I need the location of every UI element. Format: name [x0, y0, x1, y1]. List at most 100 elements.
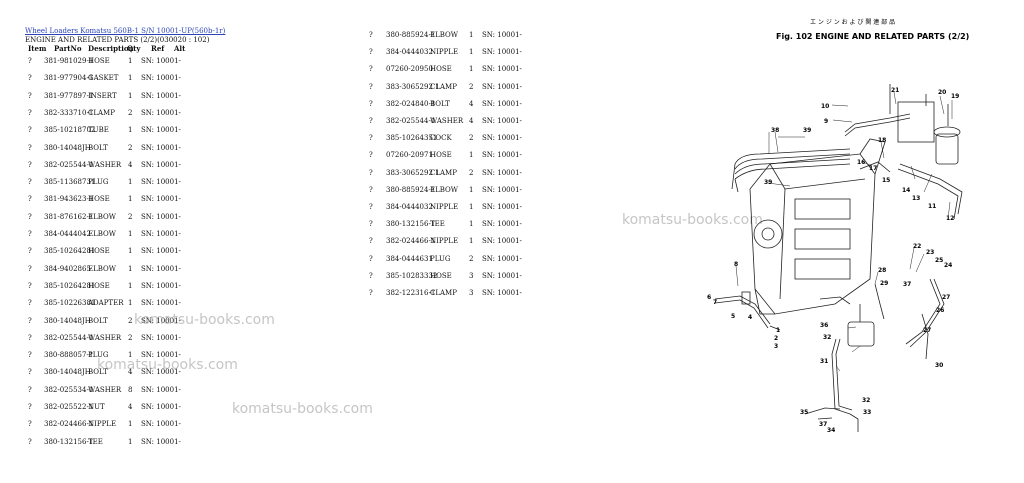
row-item: ?	[28, 195, 32, 204]
row-qty: 8	[128, 385, 133, 394]
row-ref: SN: 10001-	[141, 403, 181, 411]
row-ref: SN: 10001-	[141, 74, 181, 83]
row-item: ?	[28, 126, 32, 135]
row-item: ?	[28, 212, 32, 221]
row-qty: 1	[128, 281, 133, 290]
row-partno: 385-10226381	[44, 299, 96, 308]
row-description: WASHER	[430, 117, 464, 125]
row-item: ?	[369, 271, 373, 280]
row-ref: SN: 10001-	[482, 82, 522, 91]
row-description: TUBE	[88, 126, 109, 135]
row-ref: SN: 10001-	[141, 143, 181, 152]
callout-number: 38	[771, 127, 779, 134]
row-description: HOSE	[430, 151, 452, 160]
row-description: CLAMP	[88, 108, 115, 117]
row-qty: 2	[469, 168, 474, 177]
row-ref: SN: 10001-	[141, 195, 181, 204]
row-partno: 380-885924-1	[386, 31, 436, 39]
callout-number: 9	[824, 118, 828, 125]
callout-number: 24	[944, 262, 952, 269]
row-qty: 1	[128, 247, 133, 256]
callout-number: 6	[707, 294, 711, 301]
callout-number: 2	[774, 335, 778, 342]
callout-number: 13	[912, 195, 920, 202]
callout-number: 39	[764, 179, 772, 186]
row-description: WASHER	[88, 333, 122, 342]
row-partno: 381-876162-1	[44, 212, 94, 221]
row-description: BOLT	[88, 143, 108, 152]
row-ref: SN: 10001-	[482, 151, 522, 160]
row-item: ?	[28, 333, 32, 342]
row-partno: 380-888057-1	[44, 351, 94, 360]
row-qty: 2	[128, 108, 133, 117]
row-description: ELBOW	[430, 31, 458, 39]
callout-number: 29	[880, 280, 888, 287]
callout-number: 27	[923, 327, 931, 334]
row-qty: 1	[469, 220, 474, 229]
callout-number: 37	[819, 421, 827, 428]
row-partno: 381-977904-1	[44, 74, 94, 83]
row-ref: SN: 10001-	[141, 316, 181, 325]
row-partno: 380-885924-1	[386, 185, 436, 194]
row-qty: 1	[469, 48, 474, 57]
row-ref: SN: 10001-	[141, 57, 181, 65]
row-ref: SN: 10001-	[141, 299, 181, 308]
row-description: ELBOW	[88, 230, 116, 238]
callout-number: 3	[774, 343, 778, 350]
row-partno: 382-025544-1	[386, 117, 436, 125]
row-ref: SN: 10001-	[482, 31, 522, 39]
row-qty: 1	[469, 65, 474, 74]
row-item: ?	[28, 385, 32, 394]
callout-number: 8	[734, 261, 738, 268]
row-description: BOLT	[88, 316, 108, 325]
callout-number: 17	[869, 165, 877, 172]
row-item: ?	[28, 230, 32, 238]
row-item: ?	[369, 220, 373, 229]
row-partno: 380-132156-1	[44, 437, 94, 446]
column-header-ref: Ref	[151, 44, 165, 53]
row-item: ?	[369, 151, 373, 160]
figure-title-jp: エ ン ジ ン お よ び 関 連 部 品	[810, 18, 895, 26]
callout-number: 34	[827, 427, 835, 434]
row-qty: 4	[469, 99, 474, 108]
row-partno: 381-981029-1	[44, 57, 94, 65]
row-item: ?	[369, 82, 373, 91]
row-qty: 3	[469, 289, 474, 297]
row-partno: 384-0444631	[386, 254, 433, 263]
row-ref: SN: 10001-	[482, 289, 522, 297]
row-qty: 2	[128, 212, 133, 221]
row-item: ?	[28, 247, 32, 256]
row-ref: SN: 10001-	[482, 117, 522, 125]
breadcrumb-link[interactable]: Wheel Loaders Komatsu 560B-1 S/N 10001-U…	[25, 27, 226, 35]
row-qty: 3	[469, 271, 474, 280]
row-partno: 384-0444032	[386, 203, 433, 211]
row-description: NIPPLE	[88, 420, 117, 429]
row-description: HOSE	[88, 57, 110, 65]
column-header-partno: PartNo	[54, 44, 82, 53]
row-description: INSERT	[88, 91, 117, 100]
callout-number: 32	[823, 334, 831, 341]
row-ref: SN: 10001-	[141, 281, 181, 290]
row-ref: SN: 10001-	[141, 126, 181, 135]
column-header-description: Description	[88, 44, 134, 53]
row-partno: 382-333710-1	[44, 108, 94, 117]
row-qty: 1	[128, 178, 133, 187]
row-item: ?	[28, 281, 32, 290]
row-item: ?	[28, 143, 32, 152]
row-qty: 4	[128, 403, 133, 411]
row-description: HOSE	[88, 195, 110, 204]
row-ref: SN: 10001-	[482, 237, 522, 246]
row-partno: 380-132156-1	[386, 220, 436, 229]
callout-number: 27	[942, 294, 950, 301]
leader-lines	[735, 91, 953, 372]
row-ref: SN: 10001-	[482, 134, 522, 143]
row-description: BOLT	[430, 99, 450, 108]
row-ref: SN: 10001-	[482, 48, 522, 57]
row-ref: SN: 10001-	[482, 65, 522, 74]
row-ref: SN: 10001-	[141, 264, 181, 273]
row-ref: SN: 10001-	[482, 220, 522, 229]
row-description: TEE	[430, 220, 445, 229]
column-header-item: Item	[28, 44, 47, 53]
row-partno: 384-0444042	[44, 230, 91, 238]
